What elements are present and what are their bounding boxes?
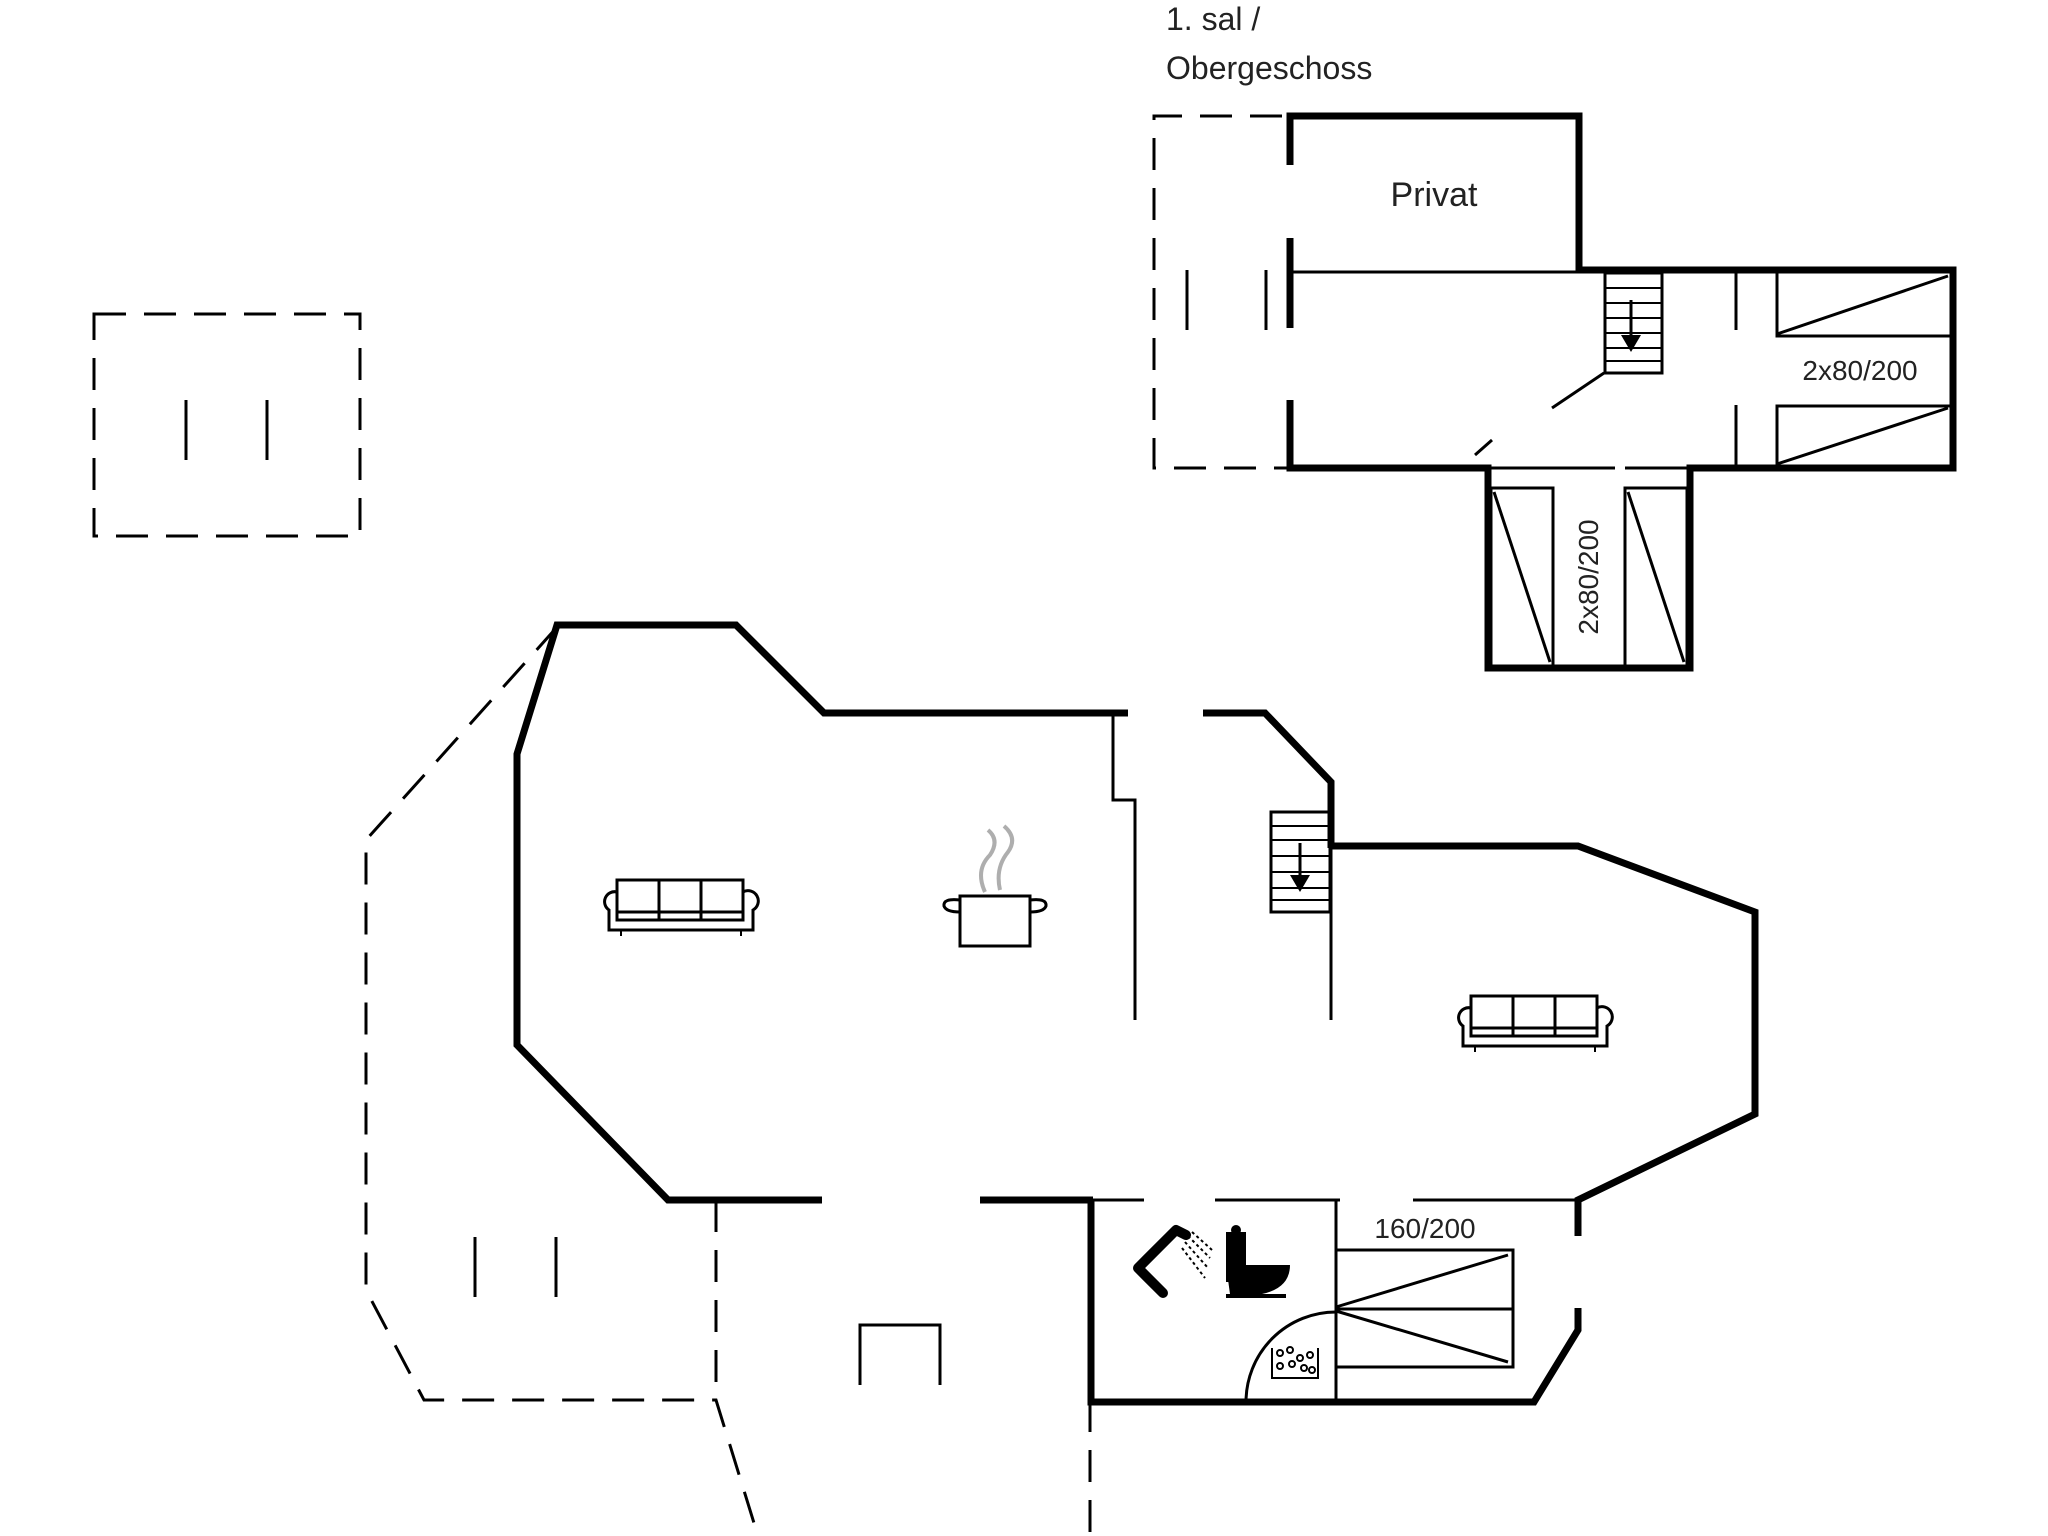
shower-icon xyxy=(1133,1225,1213,1298)
sofa-icon xyxy=(603,878,760,936)
bed-icon xyxy=(1489,486,1689,668)
cooking-pot-icon xyxy=(942,824,1048,948)
detached-terrace xyxy=(92,312,362,538)
room-label-bedroom-ground: 160/200 xyxy=(1374,1213,1475,1244)
upper-floor: Privat 2x80/200 xyxy=(1152,112,1957,672)
upper-floor-label-line1: 1. sal / xyxy=(1166,1,1260,37)
toilet-icon xyxy=(1226,1225,1290,1298)
bed-icon xyxy=(1334,1248,1515,1369)
stairs-down-icon xyxy=(1269,810,1332,914)
bed-icon xyxy=(1775,270,1953,468)
stairs-down-icon xyxy=(1603,271,1664,375)
room-label-bedroom-upper-right: 2x80/200 xyxy=(1802,355,1917,386)
room-label-privat: Privat xyxy=(1391,176,1478,214)
room-label-bedroom-upper-bottom: 2x80/200 xyxy=(1573,519,1604,634)
ground-floor: 160/200 xyxy=(364,621,1759,1536)
upper-floor-label-line2: Obergeschoss xyxy=(1166,50,1372,86)
sofa-icon xyxy=(1457,994,1614,1052)
washing-machine-icon xyxy=(1271,1346,1319,1379)
